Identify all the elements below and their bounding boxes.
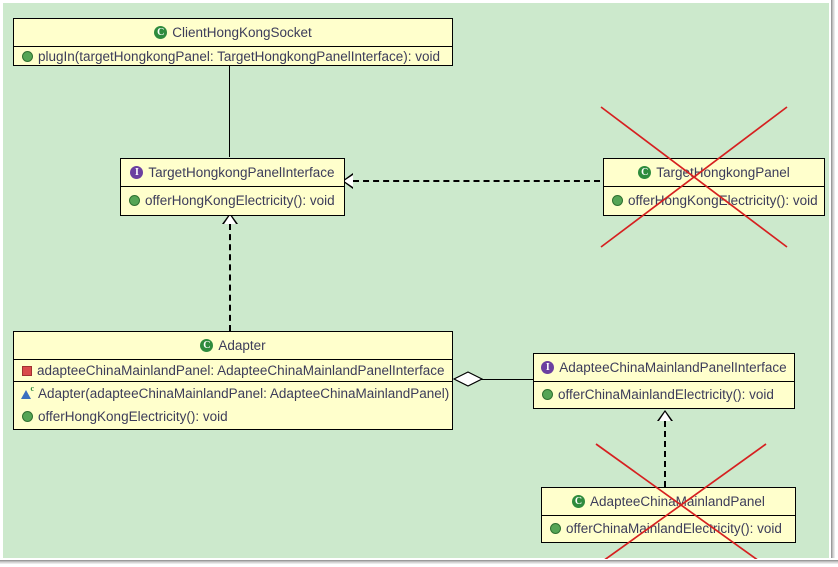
arrowhead-hollow-diamond-adapter xyxy=(453,371,483,387)
canvas-edge-bottom xyxy=(0,558,838,567)
method-row[interactable]: offerHongKongElectricity(): void xyxy=(121,187,344,214)
interface-name-label: AdapteeChinaMainlandPanelInterface xyxy=(559,360,787,375)
interface-name-label: TargetHongkongPanelInterface xyxy=(148,165,335,180)
canvas-edge-left xyxy=(0,0,3,567)
class-box-adapter[interactable]: C Adapter adapteeChinaMainlandPanel: Ada… xyxy=(13,331,453,430)
class-name-label: ClientHongKongSocket xyxy=(172,25,312,40)
method-row[interactable]: offerHongKongElectricity(): void xyxy=(604,187,824,214)
public-method-icon xyxy=(22,51,33,62)
fields-compartment: adapteeChinaMainlandPanel: AdapteeChinaM… xyxy=(14,360,452,382)
class-box-target-hongkong-panel-interface[interactable]: I TargetHongkongPanelInterface offerHong… xyxy=(120,158,345,216)
method-signature-label: offerChinaMainlandElectricity(): void xyxy=(566,521,782,536)
method-row[interactable]: plugIn(targetHongkongPanel: TargetHongko… xyxy=(14,47,452,66)
public-method-icon xyxy=(542,389,553,400)
class-icon: C xyxy=(154,26,168,39)
method-signature-label: offerHongKongElectricity(): void xyxy=(628,193,818,208)
field-signature-label: adapteeChinaMainlandPanel: AdapteeChinaM… xyxy=(37,363,445,378)
class-box-adaptee-china-mainland-panel[interactable]: C AdapteeChinaMainlandPanel offerChinaMa… xyxy=(541,487,796,543)
diagram-surface[interactable]: C ClientHongKongSocket plugIn(targetHong… xyxy=(3,3,829,559)
class-title-adaptee-china-mainland-panel: C AdapteeChinaMainlandPanel xyxy=(542,488,795,516)
canvas-edge-top xyxy=(0,0,838,3)
canvas-edge-right xyxy=(829,0,838,567)
constructor-row[interactable]: c Adapter(adapteeChinaMainlandPanel: Ada… xyxy=(14,382,452,405)
private-field-icon xyxy=(22,365,32,376)
interface-icon: I xyxy=(130,166,144,179)
methods-compartment: c Adapter(adapteeChinaMainlandPanel: Ada… xyxy=(14,382,452,429)
methods-compartment: offerHongKongElectricity(): void xyxy=(121,187,344,215)
connector-targetpanel-realizes-target-interface xyxy=(353,180,600,182)
class-icon: C xyxy=(200,339,214,352)
public-method-icon xyxy=(550,523,561,534)
methods-compartment: offerChinaMainlandElectricity(): void xyxy=(542,516,795,542)
class-title-client-hong-kong-socket: C ClientHongKongSocket xyxy=(14,19,452,47)
class-title-target-hongkong-panel: C TargetHongkongPanel xyxy=(604,159,824,187)
constructor-icon: c xyxy=(21,385,34,399)
connector-adapter-realizes-target-interface xyxy=(229,224,231,331)
class-title-target-hongkong-panel-interface: I TargetHongkongPanelInterface xyxy=(121,159,344,187)
connector-client-to-target-interface xyxy=(229,65,230,157)
method-signature-label: offerHongKongElectricity(): void xyxy=(145,193,335,208)
class-icon: C xyxy=(572,495,586,508)
methods-compartment: offerHongKongElectricity(): void xyxy=(604,187,824,215)
class-box-adaptee-china-mainland-panel-interface[interactable]: I AdapteeChinaMainlandPanelInterface off… xyxy=(533,353,795,409)
class-name-label: TargetHongkongPanel xyxy=(656,165,790,180)
connector-adapteepanel-realizes-adaptee-interface xyxy=(664,421,666,487)
class-box-client-hong-kong-socket[interactable]: C ClientHongKongSocket plugIn(targetHong… xyxy=(13,18,453,66)
methods-compartment: plugIn(targetHongkongPanel: TargetHongko… xyxy=(14,47,452,66)
connector-adapter-aggregates-adaptee-interface xyxy=(481,379,533,380)
method-signature-label: offerHongKongElectricity(): void xyxy=(38,409,228,424)
class-name-label: AdapteeChinaMainlandPanel xyxy=(590,494,765,509)
method-row[interactable]: offerChinaMainlandElectricity(): void xyxy=(542,516,795,541)
field-row[interactable]: adapteeChinaMainlandPanel: AdapteeChinaM… xyxy=(14,360,452,381)
class-icon: C xyxy=(638,166,652,179)
method-signature-label: plugIn(targetHongkongPanel: TargetHongko… xyxy=(38,49,441,64)
method-signature-label: offerChinaMainlandElectricity(): void xyxy=(558,387,774,402)
class-title-adapter: C Adapter xyxy=(14,332,452,360)
methods-compartment: offerChinaMainlandElectricity(): void xyxy=(534,382,794,408)
public-method-icon xyxy=(612,195,623,206)
class-box-target-hongkong-panel[interactable]: C TargetHongkongPanel offerHongKongElect… xyxy=(603,158,825,216)
constructor-signature-label: Adapter(adapteeChinaMainlandPanel: Adapt… xyxy=(38,386,450,401)
interface-icon: I xyxy=(541,361,555,374)
method-row[interactable]: offerChinaMainlandElectricity(): void xyxy=(534,382,794,407)
method-row[interactable]: offerHongKongElectricity(): void xyxy=(14,405,452,428)
public-method-icon xyxy=(22,411,33,422)
class-title-adaptee-china-mainland-panel-interface: I AdapteeChinaMainlandPanelInterface xyxy=(534,354,794,382)
class-name-label: Adapter xyxy=(218,338,266,353)
public-method-icon xyxy=(129,195,140,206)
